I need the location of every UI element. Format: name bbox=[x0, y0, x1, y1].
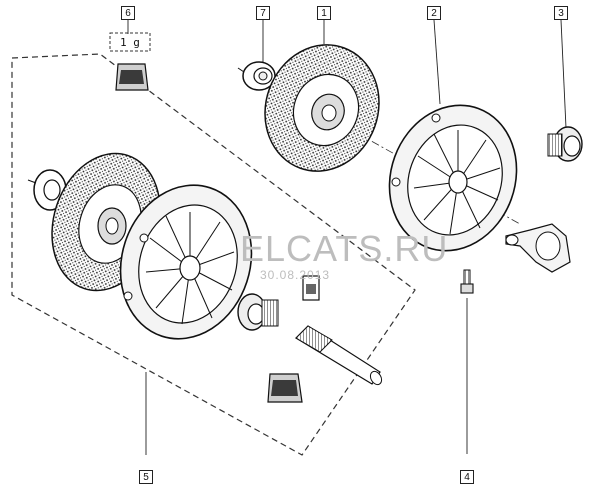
callout-7: 7 bbox=[256, 6, 270, 20]
callout-6: 6 bbox=[121, 6, 135, 20]
grease-sachet-top bbox=[109, 32, 151, 91]
grease-quantity-label: 1 g bbox=[120, 36, 140, 49]
callout-3: 3 bbox=[554, 6, 568, 20]
callout-1: 1 bbox=[317, 6, 331, 20]
clutch-disc-top bbox=[264, 44, 380, 172]
leader-lines bbox=[127, 19, 567, 455]
bolt bbox=[460, 269, 474, 294]
grease-tube-kit bbox=[302, 275, 320, 301]
release-bearing-top bbox=[547, 126, 583, 162]
release-fork bbox=[505, 223, 571, 273]
pilot-bearing-top bbox=[237, 61, 276, 91]
callout-5: 5 bbox=[139, 470, 153, 484]
watermark-text: ELCATS.RU bbox=[240, 228, 449, 269]
pressure-plate-top bbox=[388, 104, 518, 252]
release-bearing-kit bbox=[237, 293, 279, 331]
callout-4: 4 bbox=[460, 470, 474, 484]
pressure-plate-kit bbox=[119, 184, 253, 340]
callout-2: 2 bbox=[427, 6, 441, 20]
watermark-date: 30.08.2013 bbox=[260, 268, 331, 282]
grease-sachet-kit bbox=[267, 373, 303, 403]
alignment-shaft-kit bbox=[295, 325, 383, 386]
